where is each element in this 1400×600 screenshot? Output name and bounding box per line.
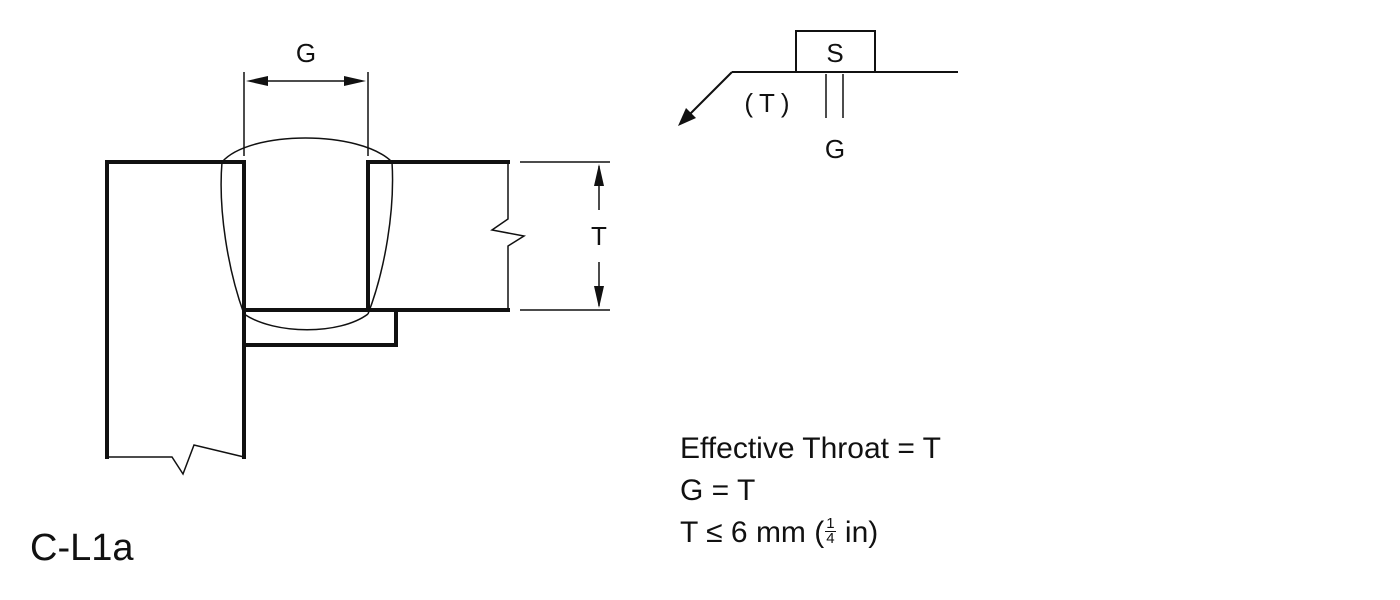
weld-root-outline xyxy=(243,313,369,331)
weld-size-label: S xyxy=(826,38,843,68)
effective-throat-note: Effective Throat = T xyxy=(680,432,941,465)
weld-right-fusion-line xyxy=(367,161,394,315)
backing-bar xyxy=(242,308,398,347)
thickness-limit-prefix: T ≤ 6 mm ( xyxy=(680,516,825,549)
thickness-limit-suffix: in) xyxy=(836,516,879,549)
thickness-label: T xyxy=(591,221,607,251)
weld-left-fusion-line xyxy=(220,161,245,315)
root-opening-label: G xyxy=(296,38,316,68)
groove-opening-label: G xyxy=(825,134,845,164)
fraction-numerator: 1 xyxy=(825,514,836,532)
horizontal-member xyxy=(242,160,510,312)
welding-symbol: S (T) G xyxy=(678,30,958,164)
root-opening-note: G = T xyxy=(680,474,756,507)
joint-designation: C-L1a xyxy=(30,527,134,569)
arrow-leader xyxy=(683,71,733,121)
joint-section xyxy=(105,137,527,476)
weld-size-box xyxy=(795,30,876,73)
vertical-member-break-line xyxy=(107,444,245,476)
weld-reinforcement-outline xyxy=(221,137,393,163)
horizontal-member-break-line xyxy=(490,162,527,310)
root-opening-dimension: G xyxy=(243,38,369,156)
effective-throat-label: (T) xyxy=(744,88,795,118)
thickness-dimension: T xyxy=(520,161,610,311)
fraction-denominator: 4 xyxy=(826,529,835,547)
arrow-head xyxy=(678,108,696,126)
vertical-member xyxy=(105,160,246,459)
